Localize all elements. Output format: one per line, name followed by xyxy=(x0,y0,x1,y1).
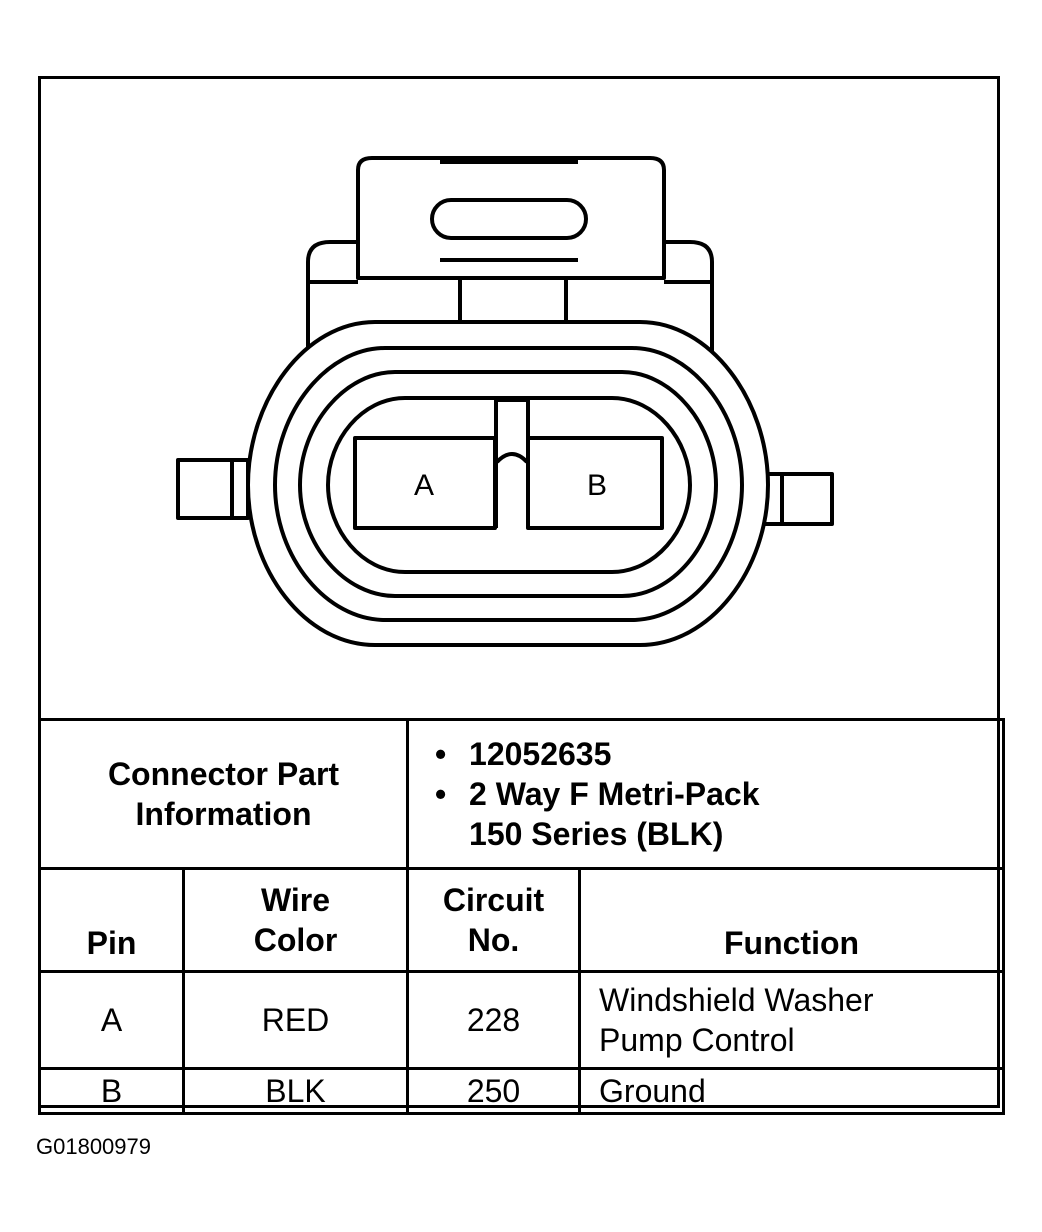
body-ear-right xyxy=(664,240,714,360)
connector-face xyxy=(326,396,692,574)
connector-seal-ring xyxy=(273,346,744,622)
table-row: B BLK 250 Ground xyxy=(38,1067,1006,1115)
figure-id: G01800979 xyxy=(36,1134,151,1159)
locking-tab xyxy=(356,156,666,280)
part-number: 12052635 xyxy=(435,734,1002,774)
connector-description: 2 Way F Metri-Pack 150 Series (BLK) xyxy=(435,774,769,854)
connector-table: Connector Part Information 12052635 2 Wa… xyxy=(37,718,1006,1115)
header-function: Function xyxy=(578,867,1006,973)
connector-info-row: Connector Part Information 12052635 2 Wa… xyxy=(37,718,1006,870)
cavity-a-label: A xyxy=(414,469,434,502)
body-ear-left xyxy=(306,240,358,360)
cell-function: Ground xyxy=(578,1067,1006,1115)
cell-wire-color: BLK xyxy=(181,1067,410,1115)
table-header-row: Pin Wire Color Circuit No. Function xyxy=(38,867,1006,973)
connector-diagram: A B xyxy=(176,156,834,647)
cavity-b-label: B xyxy=(587,469,607,502)
cell-pin: B xyxy=(38,1067,185,1115)
tab-slot xyxy=(430,198,588,240)
side-latch-left xyxy=(176,458,250,520)
header-wire-color: Wire Color xyxy=(181,867,410,973)
header-pin: Pin xyxy=(38,867,185,973)
connector-inner-ring xyxy=(298,370,718,598)
cell-pin: A xyxy=(38,970,185,1070)
tab-post xyxy=(458,276,568,326)
center-key xyxy=(494,398,530,528)
header-circuit: Circuit No. xyxy=(406,867,582,973)
cell-wire-color: RED xyxy=(181,970,410,1070)
connector-info-items: 12052635 2 Way F Metri-Pack 150 Series (… xyxy=(406,718,1006,870)
table-row: A RED 228 Windshield Washer Pump Control xyxy=(38,970,1006,1070)
cell-circuit: 228 xyxy=(406,970,582,1070)
cell-function: Windshield Washer Pump Control xyxy=(578,970,1006,1070)
cell-circuit: 250 xyxy=(406,1067,582,1115)
side-latch-right xyxy=(758,472,834,526)
connector-info-label: Connector Part Information xyxy=(37,718,410,870)
